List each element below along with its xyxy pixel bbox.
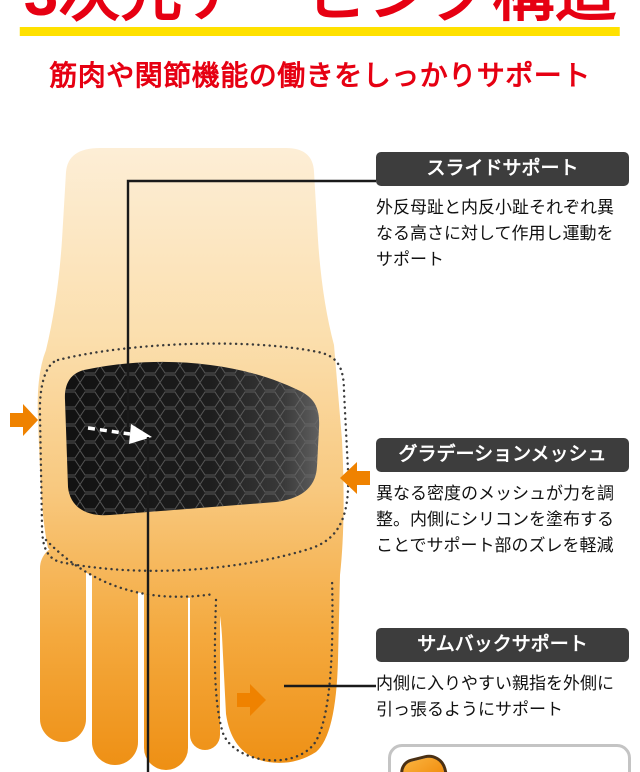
- callout-slide-support-body: 外反母趾と内反小趾それぞれ異なる高さに対して作用し運動をサポート: [376, 197, 614, 270]
- orange-arrows: [10, 404, 370, 716]
- orange-arrow-right-icon: [237, 684, 266, 716]
- slide-support-connector: [126, 179, 376, 428]
- toe-little: [40, 545, 86, 742]
- page-title: 3次元テーピング構造: [19, 0, 621, 36]
- orange-arrow-right-icon: [10, 404, 38, 436]
- supporter-dotted-outline: [38, 342, 350, 762]
- callout-gradation-mesh-body: 異なる密度のメッシュが力を調整。内側にシリコンを塗布することでサポート部のズレを…: [376, 483, 614, 556]
- callout-slide-support: スライドサポート 外反母趾と内反小趾それぞれ異なる高さに対して作用し運動をサポー…: [376, 152, 629, 274]
- toe-middle: [144, 558, 188, 770]
- mini-foot-image: [397, 750, 451, 772]
- white-dashed-arrow-icon: [87, 424, 152, 444]
- bottom-product-card: [388, 744, 631, 772]
- callout-gradation-mesh: グラデーションメッシュ 異なる密度のメッシュが力を調整。内側にシリコンを塗布する…: [376, 438, 629, 560]
- toe-ring: [92, 552, 138, 765]
- callout-slide-support-title: スライドサポート: [376, 152, 629, 186]
- callout-thumb-back-support-body: 内側に入りやすい親指を外側に引っ張るようにサポート: [376, 673, 614, 720]
- callout-gradation-mesh-title: グラデーションメッシュ: [376, 438, 629, 472]
- gradation-mesh-panel: [64, 361, 320, 516]
- callout-thumb-back-support: サムバックサポート 内側に入りやすい親指を外側に引っ張るようにサポート: [376, 628, 629, 723]
- orange-arrow-left-icon: [340, 462, 370, 494]
- callout-connectors: [126, 179, 376, 772]
- toe-index: [190, 560, 220, 750]
- page-subtitle: 筋肉や関節機能の働きをしっかりサポート: [49, 60, 591, 91]
- callout-thumb-back-support-title: サムバックサポート: [376, 628, 629, 662]
